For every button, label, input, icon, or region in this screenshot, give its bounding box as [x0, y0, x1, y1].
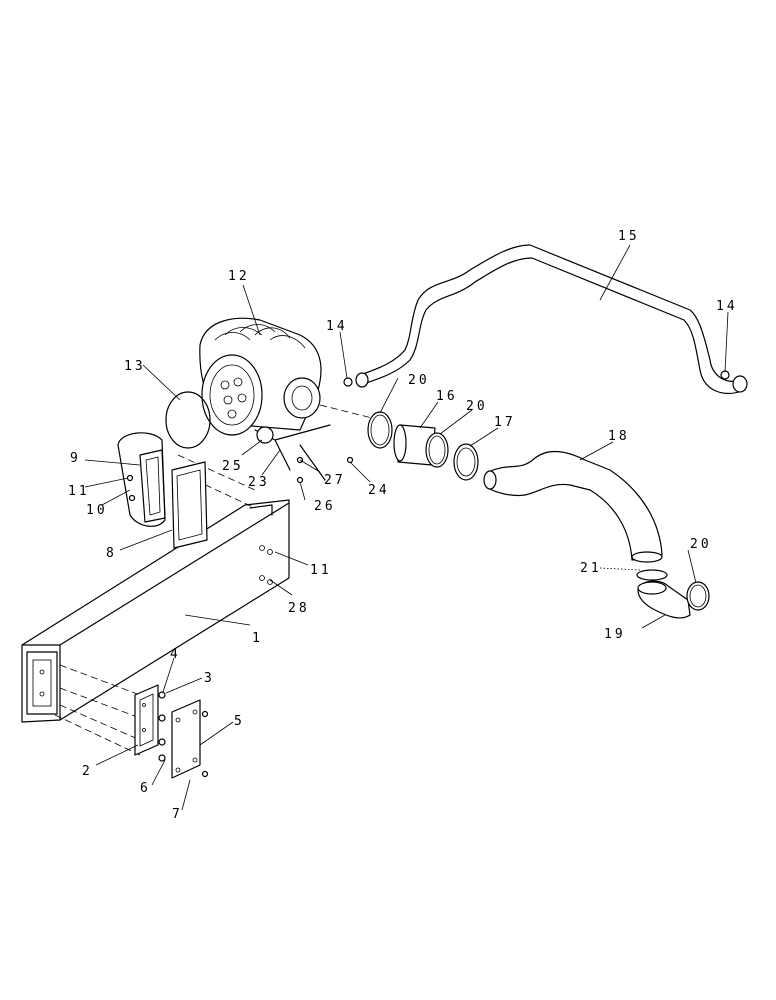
- callout-26: 26: [314, 499, 336, 514]
- leader-lines: [84, 244, 729, 811]
- part-intake-elbow: [117, 432, 166, 527]
- callout-28: 28: [288, 601, 310, 616]
- callout-11b: 11: [310, 563, 332, 578]
- part-gasket-upper: [171, 461, 208, 549]
- callout-18: 18: [608, 429, 630, 444]
- callout-10: 10: [86, 503, 108, 518]
- part-screws-lower: [158, 691, 166, 762]
- part-intake-duct: [21, 499, 290, 723]
- callout-20a: 20: [408, 373, 430, 388]
- callout-17: 17: [494, 415, 516, 430]
- part-ring-clamp: [165, 391, 211, 449]
- callout-4: 4: [170, 647, 181, 662]
- callout-25: 25: [222, 459, 244, 474]
- callout-20c: 20: [690, 537, 712, 552]
- callout-14a: 14: [326, 319, 348, 334]
- part-air-cleaner: [199, 317, 331, 481]
- callout-2: 2: [82, 764, 93, 779]
- part-intake-hose: [483, 450, 663, 563]
- part-hose-clamps: [367, 411, 479, 481]
- callout-7: 7: [172, 807, 183, 822]
- callout-1: 1: [252, 631, 263, 646]
- callout-20b: 20: [466, 399, 488, 414]
- callout-3: 3: [204, 671, 215, 686]
- callout-6: 6: [140, 781, 151, 796]
- callout-19: 19: [604, 627, 626, 642]
- callout-14b: 14: [716, 299, 738, 314]
- callout-24: 24: [368, 483, 390, 498]
- callout-27: 27: [324, 473, 346, 488]
- part-elbow-lower: [636, 569, 710, 619]
- callout-15: 15: [618, 229, 640, 244]
- callout-13: 13: [124, 359, 146, 374]
- callout-5: 5: [234, 714, 245, 729]
- callout-9: 9: [70, 451, 81, 466]
- callout-12: 12: [228, 269, 250, 284]
- part-small-screws: [296, 456, 354, 484]
- part-gasket-lower: [134, 684, 159, 756]
- callout-16: 16: [436, 389, 458, 404]
- part-cover-plate: [171, 699, 209, 779]
- callout-23: 23: [248, 475, 270, 490]
- callout-8: 8: [106, 546, 117, 561]
- callout-21: 21: [580, 561, 602, 576]
- alignment-lines: [54, 404, 381, 756]
- part-breather-tube: [343, 244, 748, 394]
- callout-labels: 1 2 3 4 5 6 7 8 9 10 11 11 12 13 14 14 1…: [68, 229, 738, 822]
- callout-11a: 11: [68, 484, 90, 499]
